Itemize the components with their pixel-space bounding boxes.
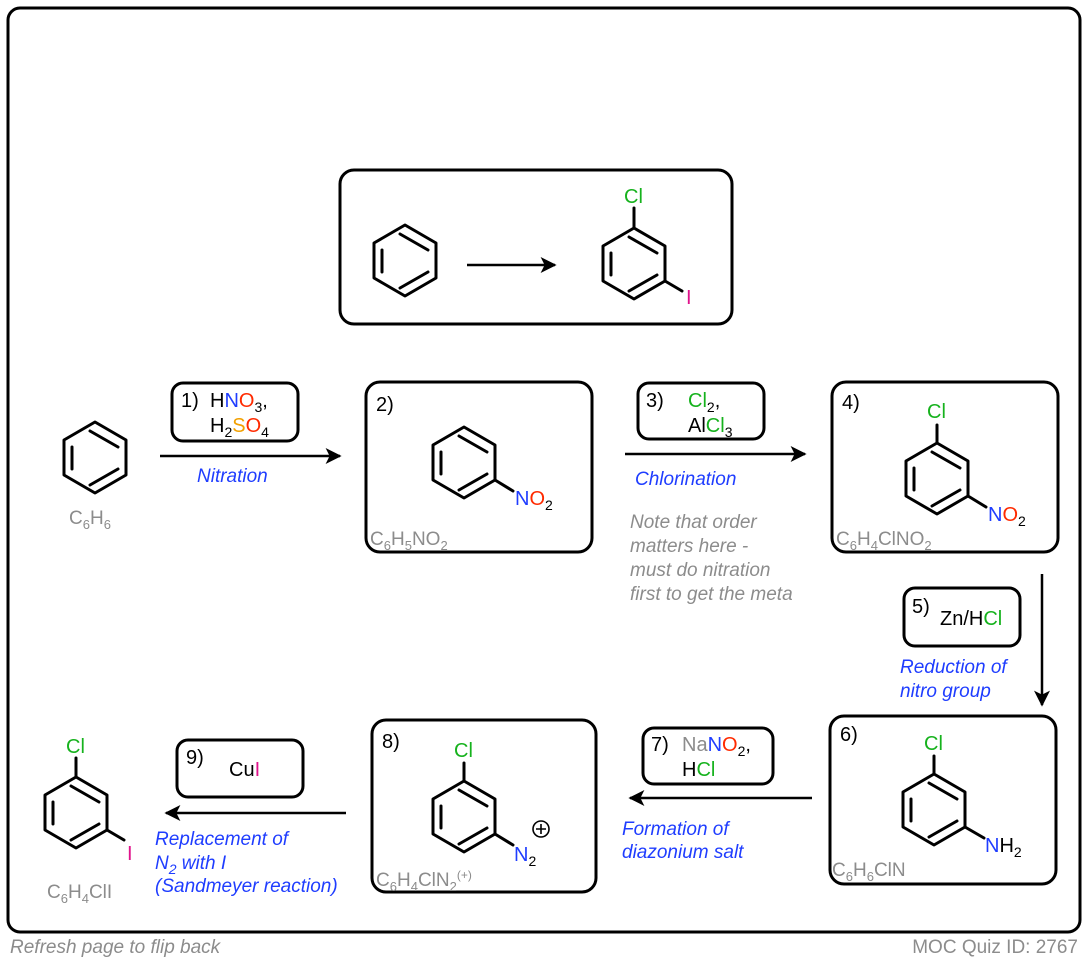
nitrobenzene-molecule xyxy=(431,425,515,500)
formula-diazonium: C6H4ClN2(+) xyxy=(376,868,472,894)
step5-zn-hcl: Zn/HCl xyxy=(940,608,1002,630)
step6-nh2: NH2 xyxy=(985,835,1022,860)
step8-number: 8) xyxy=(382,731,400,753)
step9-cui: CuI xyxy=(229,759,260,781)
product-i: I xyxy=(127,843,133,865)
diazonium-molecule xyxy=(431,761,515,854)
formula-chloroaniline: C6H6ClN xyxy=(832,860,906,884)
step7-number: 7) xyxy=(651,734,669,756)
label-diazonium: Formation of diazonium salt xyxy=(622,819,744,863)
step4-box xyxy=(830,380,1060,554)
step6-number: 6) xyxy=(840,724,858,746)
step2-number: 2) xyxy=(376,394,394,416)
label-chlorination: Chlorination xyxy=(635,469,736,490)
formula-chloronitro: C6H4ClNO2 xyxy=(836,529,932,553)
step1-h2so4: H2SO4 xyxy=(210,415,269,440)
step4-number: 4) xyxy=(842,392,860,414)
overview-cl-label: Cl xyxy=(624,186,643,208)
step9-number: 9) xyxy=(186,747,204,769)
step9-reagent-box xyxy=(175,738,305,799)
product-cl: Cl xyxy=(66,736,85,758)
overview-box xyxy=(338,168,734,326)
step1-number: 1) xyxy=(181,390,199,412)
step1-hno3: HNO3, xyxy=(210,390,268,415)
step7-nano2: NaNO2, xyxy=(682,734,751,759)
chloroaniline-molecule xyxy=(901,754,986,847)
step3-cl2: Cl2, xyxy=(688,390,720,415)
step5-number: 5) xyxy=(912,596,930,618)
step5-reagent-box xyxy=(902,586,1022,648)
step1-reagent-box xyxy=(170,381,300,443)
label-reduction: Reduction of nitro group xyxy=(900,657,1012,702)
step3-reagent-box xyxy=(636,381,766,441)
step4-no2: NO2 xyxy=(988,504,1026,529)
step3-number: 3) xyxy=(646,390,664,412)
final-product-molecule xyxy=(43,756,126,850)
refresh-hint: Refresh page to flip back xyxy=(10,937,222,958)
benzene-start xyxy=(62,420,128,495)
chloronitrobenzene-molecule xyxy=(904,423,988,516)
outer-frame xyxy=(6,6,1082,934)
formula-nitrobenzene: C6H5NO2 xyxy=(370,529,448,553)
formula-benzene: C6H6 xyxy=(69,508,111,532)
step3-alcl3: AlCl3 xyxy=(688,415,733,440)
step7-hcl: HCl xyxy=(682,759,715,781)
overview-benzene xyxy=(372,223,438,298)
formula-product: C6H4ClI xyxy=(47,882,112,906)
label-nitration: Nitration xyxy=(197,466,268,487)
overview-product xyxy=(601,206,684,301)
step2-no2: NO2 xyxy=(515,488,553,513)
label-sandmeyer: Replacement of N2 with I (Sandmeyer reac… xyxy=(155,829,338,897)
step7-reagent-box xyxy=(641,726,775,786)
step4-cl: Cl xyxy=(927,401,946,423)
quiz-id: MOC Quiz ID: 2767 xyxy=(912,937,1078,958)
overview-i-label: I xyxy=(686,287,692,309)
step8-cl: Cl xyxy=(454,740,473,762)
step6-box xyxy=(828,714,1058,886)
step6-cl: Cl xyxy=(924,733,943,755)
order-note: Note that order matters here - must do n… xyxy=(630,512,793,605)
positive-charge-icon xyxy=(532,820,550,838)
step8-box xyxy=(370,718,598,894)
step8-n2: N2 xyxy=(514,844,536,869)
step2-box xyxy=(364,380,594,554)
